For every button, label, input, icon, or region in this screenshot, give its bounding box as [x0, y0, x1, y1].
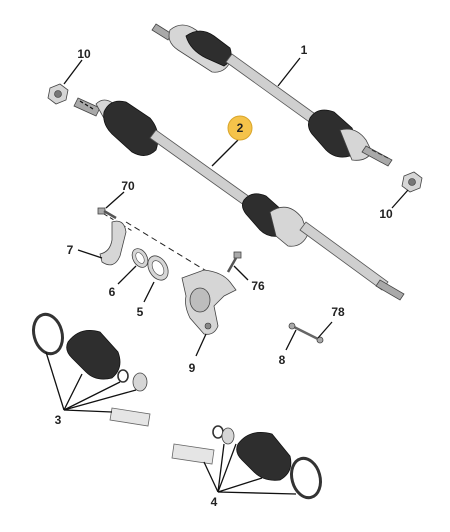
bearing-bracket-9-hole — [204, 322, 212, 330]
bearing-5-inner — [151, 260, 165, 276]
callout-7: 7 — [67, 243, 74, 257]
kit-4-small-clamp — [221, 427, 235, 445]
seal-ring-6-inner — [135, 252, 145, 264]
bolt-70-head — [97, 207, 106, 215]
callout-8: 8 — [279, 353, 286, 367]
shaft-2-spline-end — [375, 279, 405, 301]
callout-5: 5 — [137, 305, 144, 319]
kit-3-small-ring — [117, 369, 129, 383]
leader-2 — [211, 139, 239, 167]
callout-9: 9 — [189, 361, 196, 375]
callout-78: 78 — [331, 305, 345, 319]
leader-9 — [195, 333, 207, 357]
callout-76: 76 — [251, 279, 265, 293]
assembly-axis-dashed — [125, 221, 209, 273]
bearing-bracket-9-bore — [189, 287, 211, 313]
leader-3-c — [63, 381, 121, 411]
shaft-2-stub-axle — [73, 97, 101, 117]
shaft-2-outer-boot — [103, 100, 159, 156]
leader-4-e — [217, 491, 297, 495]
shaft-1-spline-end — [151, 23, 173, 41]
boot-kit-4 — [171, 425, 322, 500]
leader-4-a — [203, 461, 219, 493]
shaft-2-bar — [149, 129, 255, 209]
callout-10-right: 10 — [379, 207, 393, 221]
callout-3: 3 — [55, 413, 62, 427]
kit-4-grease-sachet — [171, 443, 215, 465]
callout-6: 6 — [109, 285, 116, 299]
leader-78 — [317, 321, 333, 339]
pin-78-shank — [291, 324, 321, 342]
boot-kit-3 — [32, 312, 151, 427]
drive-shaft-2 — [73, 97, 405, 301]
leader-lines — [45, 57, 409, 495]
shaft-1-bar — [225, 53, 319, 125]
pin-78-tip — [316, 336, 324, 344]
leader-3-d — [63, 389, 137, 411]
callout-1: 1 — [301, 43, 308, 57]
leader-10-left — [63, 59, 83, 85]
leader-10-right — [391, 189, 409, 209]
drive-shaft-1 — [151, 23, 393, 167]
leader-7 — [77, 249, 103, 259]
callout-labels: 2 1 10 10 70 7 6 5 76 9 8 78 3 4 — [55, 43, 393, 509]
kit-3-boot — [66, 329, 121, 380]
shaft-2-thread — [79, 100, 94, 110]
callout-10-left: 10 — [77, 47, 91, 61]
bolt-70 — [97, 207, 117, 220]
shaft-1-stub-axle — [361, 145, 393, 167]
callout-4: 4 — [211, 495, 218, 509]
leader-3-a — [45, 351, 65, 411]
leader-4-c — [217, 443, 237, 493]
leader-5 — [143, 281, 155, 303]
kit-4-large-clamp — [290, 456, 322, 500]
nut-left-bore — [54, 90, 62, 98]
hub-nut-10-right — [401, 171, 423, 193]
leader-1 — [277, 57, 301, 87]
leader-3-b — [63, 373, 83, 411]
leader-4-d — [217, 477, 263, 493]
shaft-1-thread — [371, 149, 389, 159]
retaining-clip-7 — [99, 220, 127, 266]
leader-3-e — [63, 409, 113, 413]
kit-3-grease-sachet — [109, 407, 151, 427]
kit-4-boot — [236, 431, 292, 481]
kit-3-large-clamp — [32, 312, 64, 356]
bolt-76-shank — [226, 257, 238, 273]
highlight-badge — [227, 115, 253, 141]
leader-4-b — [217, 443, 225, 493]
pin-78 — [288, 322, 324, 344]
callout-2: 2 — [237, 121, 244, 135]
shaft-2-intermediate-bar — [299, 221, 389, 291]
pin-78-head — [288, 322, 296, 330]
bolt-76-head — [233, 251, 242, 259]
bolt-76 — [226, 251, 242, 273]
leader-8 — [285, 329, 297, 351]
bolt-70-shank — [103, 209, 117, 220]
nut-right-bore — [408, 178, 416, 186]
bearing-5 — [147, 255, 169, 281]
kit-4-small-ring — [212, 425, 224, 439]
callout-70: 70 — [121, 179, 135, 193]
leader-76 — [233, 265, 249, 281]
seal-ring-6 — [131, 248, 149, 268]
hub-nut-10-left — [47, 83, 69, 105]
kit-3-small-clamp — [132, 372, 148, 392]
leader-70 — [105, 191, 125, 209]
leader-6 — [117, 265, 137, 285]
